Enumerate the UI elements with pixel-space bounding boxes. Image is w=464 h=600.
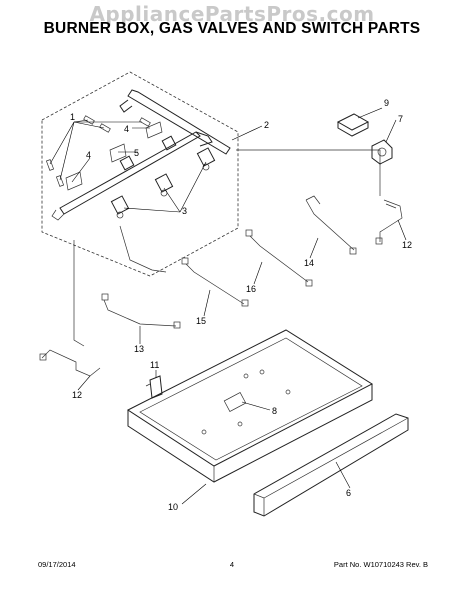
callout-12-left: 12	[72, 390, 82, 400]
orifices	[45, 115, 151, 187]
page-title: BURNER BOX, GAS VALVES AND SWITCH PARTS	[43, 20, 421, 37]
tube-14	[305, 195, 357, 255]
watermark: AppliancePartsPros.com	[89, 2, 375, 26]
callout-13: 13	[134, 344, 144, 354]
callout-6: 6	[346, 488, 351, 498]
footer-part-number: Part No. W10710243 Rev. B	[333, 560, 428, 569]
tube-15	[181, 257, 249, 307]
burner-box-outline	[41, 71, 239, 277]
tube-right	[375, 199, 403, 245]
burner-box-pan	[127, 329, 374, 483]
gas-valves	[110, 135, 216, 219]
switch-module	[336, 113, 370, 137]
callout-14: 14	[304, 258, 314, 268]
callout-10: 10	[168, 502, 178, 512]
spark-module	[371, 139, 393, 165]
gas-manifold	[51, 89, 231, 221]
callout-7: 7	[398, 114, 403, 124]
callout-15: 15	[196, 316, 206, 326]
callout-5: 5	[134, 148, 139, 158]
callout-4-left: 4	[86, 150, 91, 160]
callout-2: 2	[264, 120, 269, 130]
leader-lines	[49, 107, 407, 505]
callout-8: 8	[272, 406, 277, 416]
tube-16	[245, 229, 313, 287]
footer-date: 09/17/2014	[38, 560, 76, 569]
callout-3: 3	[182, 206, 187, 216]
callout-4-top: 4	[124, 124, 129, 134]
callout-11: 11	[150, 360, 159, 370]
tube-left	[39, 349, 101, 377]
callout-9: 9	[384, 98, 389, 108]
footer-page-number: 4	[229, 560, 235, 569]
callout-16: 16	[246, 284, 256, 294]
front-trim	[253, 413, 409, 517]
tube-13	[101, 293, 181, 329]
wiring-harness	[73, 149, 381, 347]
callout-1: 1	[70, 112, 75, 122]
callout-12-right: 12	[402, 240, 412, 250]
switch-bracket	[145, 375, 163, 399]
valve-brackets	[65, 121, 163, 191]
